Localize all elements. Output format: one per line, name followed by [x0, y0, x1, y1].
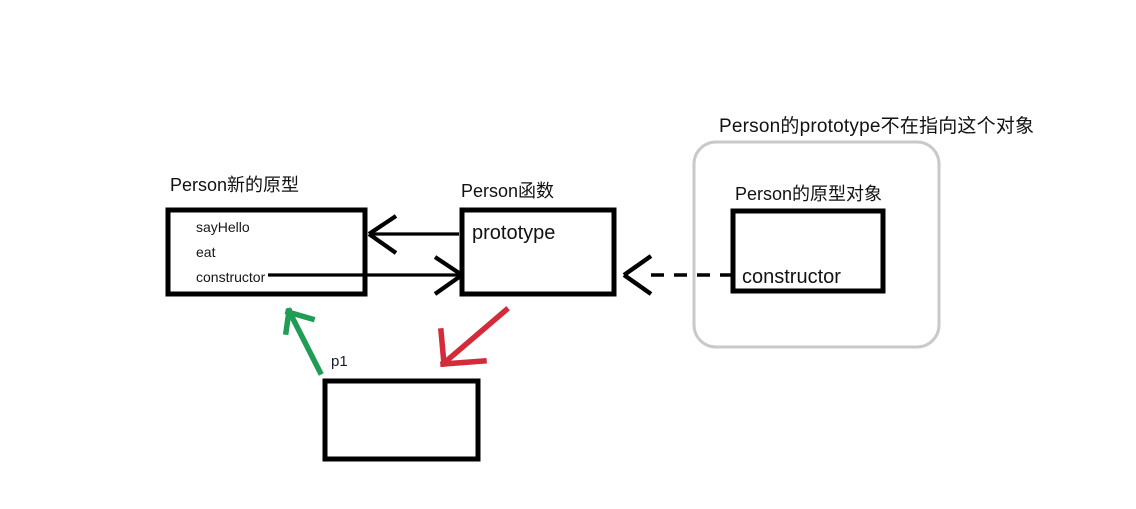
- person-function-member-prototype: prototype: [472, 222, 556, 244]
- annotation-red-arrow: [438, 306, 510, 367]
- new-prototype-member-eat: eat: [196, 244, 216, 260]
- original-prototype-group-frame: [692, 140, 941, 349]
- annotation-green-arrow: [282, 307, 324, 376]
- new-prototype-title: Person新的原型: [170, 175, 300, 195]
- original-prototype-title: Person的原型对象: [735, 184, 883, 204]
- original-prototype-member-constructor: constructor: [742, 266, 841, 288]
- person-function-title: Person函数: [461, 181, 555, 201]
- instance-box-frame: [322, 378, 481, 462]
- new-prototype-member-constructor: constructor: [196, 269, 266, 285]
- instance-title: p1: [331, 353, 348, 370]
- connector-prototype-to-new-prototype: [367, 214, 459, 255]
- new-prototype-member-sayhello: sayHello: [196, 219, 250, 235]
- connector-original-constructor-dashed: [622, 254, 733, 296]
- original-prototype-box-frame: [730, 208, 886, 294]
- person-function-box-frame: [459, 207, 617, 297]
- group-caption: Person的prototype不在指向这个对象: [719, 116, 1035, 137]
- new-prototype-box-frame: [165, 207, 368, 297]
- connector-constructor-to-person-function: [268, 255, 464, 296]
